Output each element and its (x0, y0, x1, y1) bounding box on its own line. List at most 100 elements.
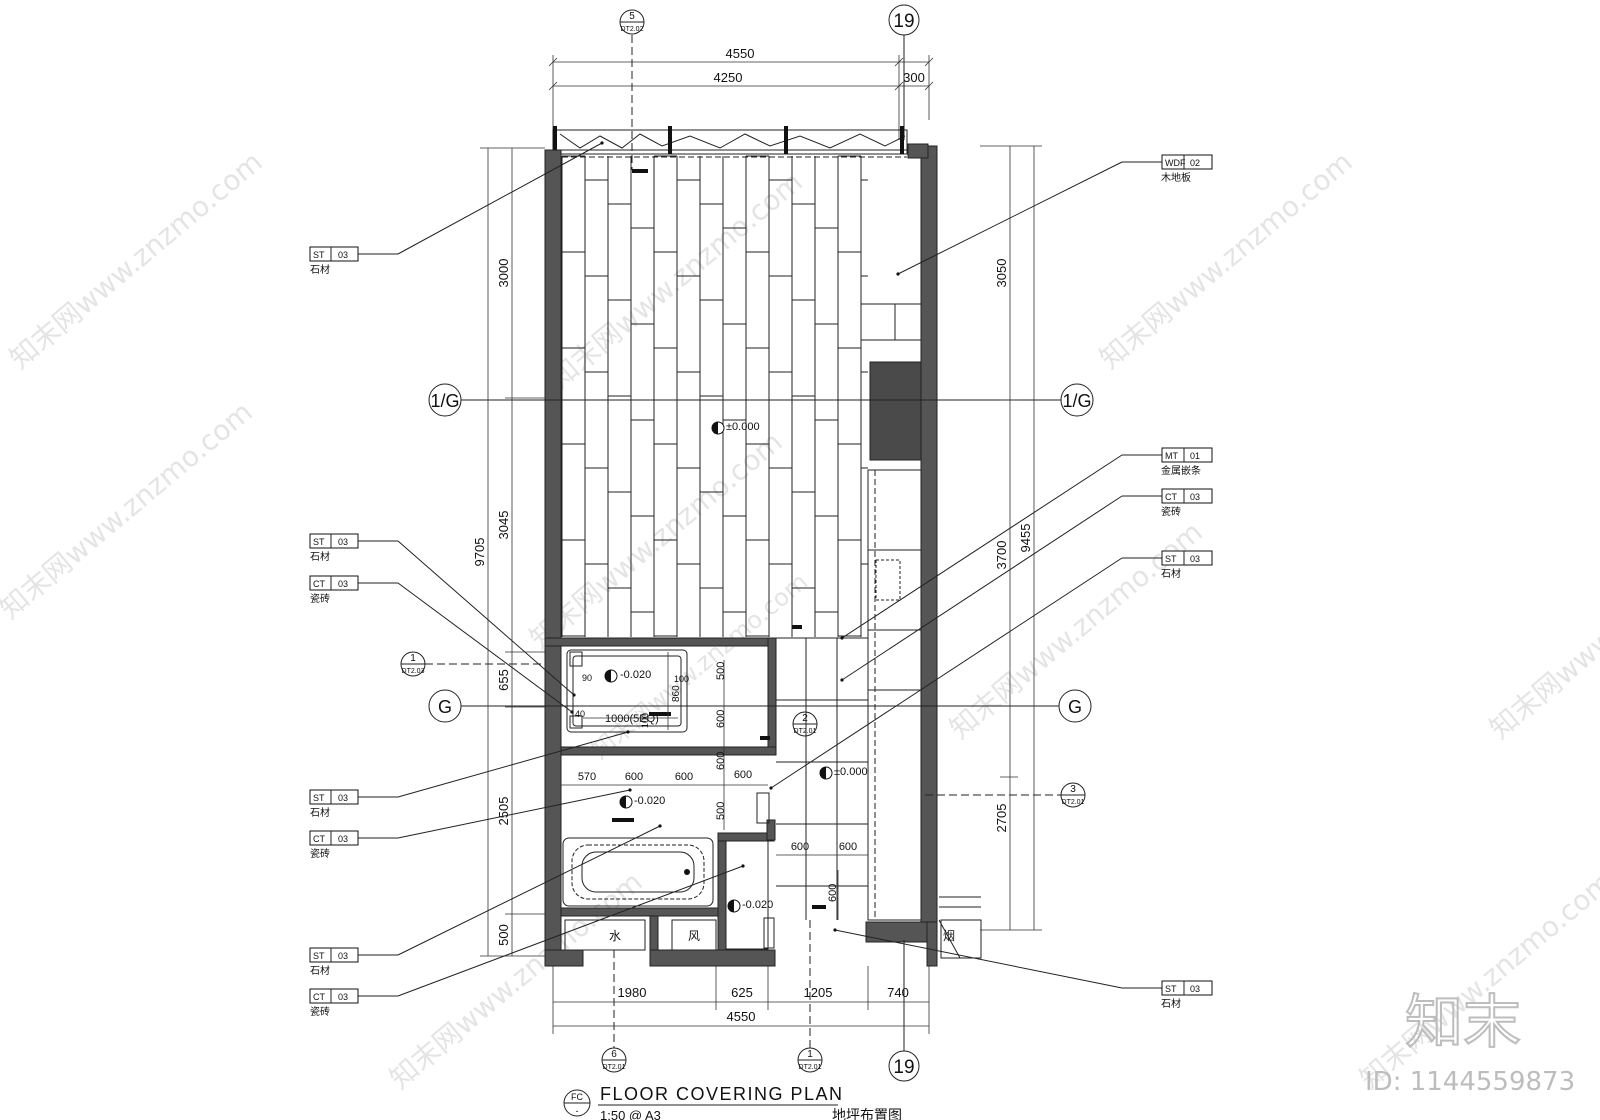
room-wind: 风 (688, 929, 700, 943)
drawing-title: FC - FLOOR COVERING PLAN 1:50 @ A3 地坪布置图 (563, 1084, 902, 1120)
tag-ct-03-left-c: CT 03 瓷砖 (309, 864, 745, 1018)
walls (544, 143, 938, 967)
grid-row-lower-right: G (1068, 697, 1082, 717)
threshold-mark (632, 169, 648, 173)
tag-ct-left-b-code: CT (313, 834, 325, 844)
watermark-9: 知末网www.znzmo.com (1483, 515, 1600, 745)
dim-left-1: 3000 (496, 259, 511, 288)
dim-600b: 600 (675, 771, 693, 783)
dim-top-total: 4550 (726, 46, 755, 61)
tag-ct-left-b-num: 03 (338, 834, 348, 844)
tag-st-03-left-top: ST 03 石材 (309, 141, 604, 276)
dim-600h2: 600 (839, 841, 857, 853)
level-main-text: ±0.000 (726, 421, 760, 433)
title-cn: 地坪布置图 (832, 1107, 902, 1120)
tag-st-left-b-label: 石材 (310, 806, 330, 819)
tag-st-03-left-a: ST 03 石材 (309, 533, 576, 697)
dim-bottom-total: 4550 (727, 1009, 756, 1024)
tag-st-left-b-num: 03 (338, 793, 348, 803)
tag-ct-right-code: CT (1165, 492, 1177, 502)
tag-st-right-a-num: 03 (1190, 554, 1200, 564)
grid-row-lower-left: G (438, 697, 452, 717)
grid-row-upper-left: 1/G (430, 391, 459, 411)
tag-st-03-left-c: ST 03 石材 (309, 824, 662, 977)
section-left-ref: DT2.03 (402, 668, 425, 675)
level-markers: ±0.000 ±0.000 -0.020 -0.020 -0.020 (604, 421, 868, 913)
tag-wdf-num: 02 (1190, 158, 1200, 168)
grid-col-bottom-label: 19 (893, 1057, 914, 1078)
watermark-5: 知末网www.znzmo.com (1093, 145, 1358, 375)
room-water: 水 (609, 929, 621, 943)
section-marker-bottom-left: 6 DT2.01 (601, 950, 627, 1073)
watermark-8: 知末网www.znzmo.com (1353, 865, 1600, 1095)
section-top-ref: DT2.02 (621, 26, 644, 33)
level-main: ±0.000 (711, 421, 760, 435)
wood-floor (561, 155, 907, 637)
tag-st-03-left-b: ST 03 石材 (309, 730, 630, 819)
tag-wdf-02: WDF 02 木地板 (896, 154, 1213, 276)
dim-left-2: 3045 (496, 511, 511, 540)
dim-bottom-3: 1205 (804, 985, 833, 1000)
dim-600v2: 600 (715, 752, 727, 770)
brand-watermark: 知末 ID: 1144559873 (1365, 987, 1575, 1097)
section-bottom-left-ref: DT2.01 (603, 1064, 626, 1071)
brand-logo: 知末 (1405, 988, 1521, 1056)
material-tags: WDF 02 木地板 MT 01 金属嵌条 CT 03 瓷砖 S (309, 141, 1213, 1018)
window-band (552, 126, 908, 155)
tag-st-left-top-num: 03 (338, 250, 348, 260)
tag-st-right-a-label: 石材 (1161, 567, 1181, 580)
grid-19-bottom: 19 (888, 940, 920, 1082)
tag-st-left-c-label: 石材 (310, 964, 330, 977)
grid-19-top: 19 (888, 4, 920, 140)
tag-ct-03-left-a: CT 03 瓷砖 (309, 575, 574, 714)
dim-right-1: 3050 (994, 259, 1009, 288)
dim-600c: 600 (734, 769, 752, 781)
grid-row-lower: G G (428, 689, 1092, 723)
tag-st-left-a-code: ST (313, 537, 325, 547)
wc (725, 736, 775, 950)
dim-shower-1000: 1000(5EQ) (605, 713, 659, 725)
dim-right-2: 3700 (994, 541, 1009, 570)
dim-right-total: 9455 (1018, 524, 1033, 553)
level-bath-text: -0.020 (634, 795, 665, 807)
dim-top-a: 4250 (714, 70, 743, 85)
tag-st-left-c-num: 03 (338, 951, 348, 961)
dim-top-b: 300 (903, 70, 925, 85)
tag-st-right-b-code: ST (1165, 984, 1177, 994)
column-block (869, 361, 922, 461)
section-marker-bottom-center: 1 DT2.01 (797, 920, 823, 1073)
grid-row-upper: 1/G 1/G (428, 383, 1094, 417)
section-right-num: 3 (1070, 784, 1076, 795)
watermark-2: 知末网www.znzmo.com (0, 395, 259, 625)
tag-wdf-label: 木地板 (1161, 171, 1191, 184)
tag-st-left-c-code: ST (313, 951, 325, 961)
top-dimensions: 4550 4250 300 (548, 46, 934, 140)
section-marker-top: 5 DT2.02 (619, 9, 645, 170)
section-center-num: 2 (802, 713, 808, 724)
right-dimensions: 9455 3050 3700 2705 (980, 145, 1042, 931)
level-wc: -0.020 (727, 899, 773, 913)
dim-600v3: 600 (827, 884, 839, 902)
tag-ct-left-a-num: 03 (338, 579, 348, 589)
shafts: 水 风 烟 (564, 896, 982, 959)
section-top-num: 5 (629, 11, 635, 22)
section-bottom-left-num: 6 (611, 1049, 617, 1060)
title-scale: 1:50 @ A3 (600, 1108, 661, 1120)
dim-shower-100b: 100 (640, 713, 650, 728)
tag-st-left-a-label: 石材 (310, 550, 330, 563)
watermark-7: 知末网www.znzmo.com (383, 865, 648, 1095)
tag-mt-num: 01 (1190, 451, 1200, 461)
dim-right-3: 2705 (994, 804, 1009, 833)
section-left-num: 1 (410, 653, 416, 664)
section-marker-left: 1 DT2.03 (400, 651, 545, 677)
tag-wdf-code: WDF (1165, 158, 1186, 168)
tag-ct-03-left-b: CT 03 瓷砖 (309, 788, 632, 860)
section-center-ref: DT2.01 (794, 728, 817, 735)
tag-ct-right-num: 03 (1190, 492, 1200, 502)
tag-ct-left-b-label: 瓷砖 (310, 847, 330, 860)
dim-bottom-2: 625 (731, 985, 753, 1000)
grid-row-upper-right: 1/G (1062, 391, 1091, 411)
watermark-1: 知末网www.znzmo.com (3, 145, 268, 375)
left-dimensions: 9705 3000 3045 655 2505 500 (472, 147, 545, 957)
